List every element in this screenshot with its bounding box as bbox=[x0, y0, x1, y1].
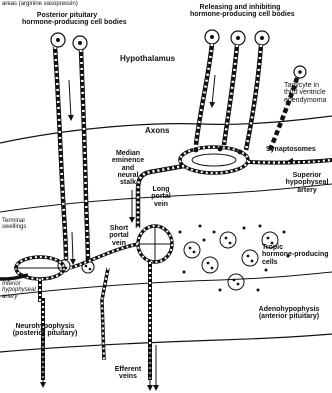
stalk-lower-line bbox=[0, 272, 332, 296]
adenohypophysis-capillary bbox=[70, 226, 172, 388]
axons-label: Axons bbox=[145, 127, 169, 135]
adenohypophysis-label: Adenohypophysis(anterior pituitary) bbox=[246, 306, 332, 321]
tanycyte bbox=[270, 66, 306, 150]
neurohypophysis-label: Neurohypophysis(posterior pituitary) bbox=[0, 323, 90, 338]
neurohypophysis-capillary bbox=[0, 257, 66, 385]
top-caption: areas (arginine vasopressin) bbox=[2, 1, 78, 7]
hypothalamus-label: Hypothalamus bbox=[120, 55, 175, 63]
posterior-neuron-right bbox=[73, 36, 94, 273]
releasing-neuron-3 bbox=[246, 31, 269, 150]
releasing-neuron-2 bbox=[224, 31, 245, 145]
releasing-neuron-1 bbox=[196, 30, 219, 145]
synaptosomes-label: Synaptosomes bbox=[266, 146, 316, 153]
posterior-neuron-left bbox=[51, 33, 70, 272]
